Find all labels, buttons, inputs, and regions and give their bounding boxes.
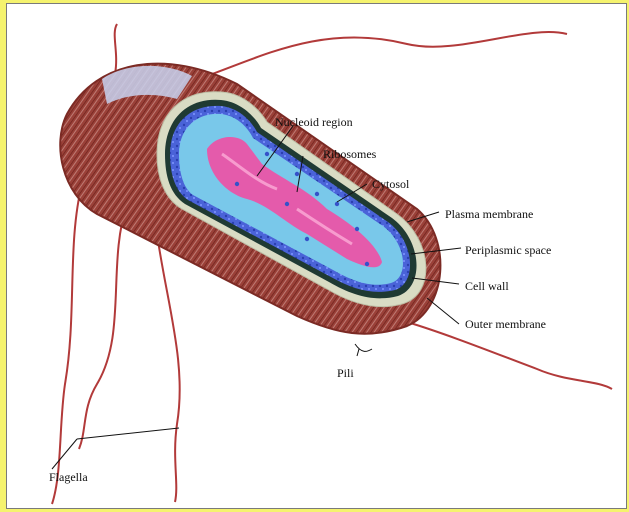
label-flagella: Flagella [49, 470, 88, 484]
label-pili: Pili [337, 366, 354, 380]
label-cytosol: Cytosol [372, 177, 410, 191]
label-ribosomes: Ribosomes [323, 147, 377, 161]
flagellum [407, 322, 612, 389]
flagellum [212, 32, 567, 74]
label-outer-membrane: Outer membrane [465, 317, 546, 331]
flagellum [79, 204, 127, 449]
flagellum [157, 234, 180, 502]
label-plasma-membrane: Plasma membrane [445, 207, 533, 221]
flagellum [52, 184, 82, 504]
diagram-frame: Nucleoid region Ribosomes Cytosol Plasma… [6, 3, 627, 509]
bacterium-diagram: Nucleoid region Ribosomes Cytosol Plasma… [7, 4, 628, 510]
label-cell-wall: Cell wall [465, 279, 509, 293]
label-nucleoid-region: Nucleoid region [275, 115, 353, 129]
label-periplasmic-space: Periplasmic space [465, 243, 551, 257]
flagellum [115, 24, 117, 74]
